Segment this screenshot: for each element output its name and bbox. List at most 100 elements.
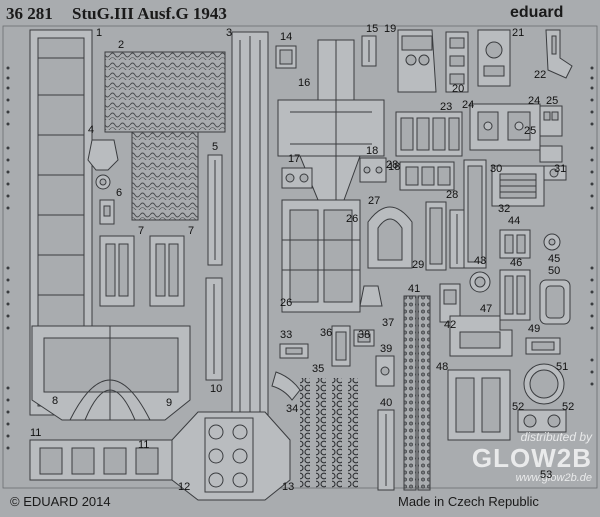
part-label: 30 <box>490 163 503 175</box>
part-27 <box>367 206 413 269</box>
part-label: 11 <box>30 427 42 439</box>
part-35-chains <box>300 378 358 488</box>
part-label: 42 <box>444 319 457 331</box>
part-label: 25 <box>546 95 559 107</box>
set-title: StuG.III Ausf.G 1943 <box>72 4 227 23</box>
part-5 <box>207 154 223 266</box>
part-label: 3 <box>226 27 233 39</box>
part-4 <box>87 139 119 190</box>
part-11-row <box>29 439 191 481</box>
part-33 <box>279 343 309 359</box>
part-29 <box>425 201 447 271</box>
watermark-logo: GLOW2B <box>471 443 592 473</box>
part-39 <box>375 355 395 387</box>
part-label: 18 <box>366 145 379 157</box>
part-7-left <box>99 235 135 307</box>
part-48 <box>447 369 511 441</box>
part-label: 25 <box>524 125 537 137</box>
part-label: 13 <box>282 481 295 493</box>
part-label: 44 <box>508 215 521 227</box>
part-label: 27 <box>368 195 381 207</box>
part-label: 7 <box>188 225 195 237</box>
part-label: 14 <box>280 31 293 43</box>
part-44 <box>499 229 531 259</box>
fret-holes-right <box>590 66 594 386</box>
part-3 <box>231 31 269 491</box>
part-label: 29 <box>412 259 425 271</box>
part-label: 8 <box>52 395 59 407</box>
part-label: 6 <box>116 187 123 199</box>
part-21 <box>477 29 511 87</box>
origin-text: Made in Czech Republic <box>398 494 539 509</box>
part-15 <box>361 35 377 67</box>
part-label: 9 <box>166 397 173 409</box>
part-label: 41 <box>408 283 421 295</box>
part-label: 45 <box>548 253 561 265</box>
part-label: 12 <box>178 481 191 493</box>
part-label: 24 <box>528 95 541 107</box>
part-30 <box>463 159 487 269</box>
part-label: 23 <box>440 101 453 113</box>
part-label: 47 <box>480 303 493 315</box>
part-label: 53 <box>540 469 553 481</box>
part-label: 38 <box>358 329 371 341</box>
part-label: 16 <box>298 77 311 89</box>
part-label: 19 <box>384 23 397 35</box>
part-22 <box>545 29 573 79</box>
part-label: 26 <box>280 297 293 309</box>
part-label: 33 <box>280 329 293 341</box>
part-label: 52 <box>512 401 525 413</box>
set-number: 36 281 <box>6 4 53 23</box>
part-24 <box>469 103 541 151</box>
part-label: 10 <box>210 383 223 395</box>
part-label: 48 <box>436 361 449 373</box>
part-label: 20 <box>452 83 465 95</box>
part-20 <box>445 31 469 93</box>
part-label: 7 <box>138 225 145 237</box>
part-label: 39 <box>380 343 393 355</box>
part-label: 5 <box>212 141 219 153</box>
copyright-text: © EDUARD 2014 <box>10 494 111 509</box>
part-label: 1 <box>96 27 103 39</box>
part-label: 28 <box>386 159 399 171</box>
part-label: 21 <box>512 27 525 39</box>
part-label: 15 <box>366 23 379 35</box>
part-label: 17 <box>288 153 301 165</box>
part-14 <box>275 45 297 69</box>
part-label: 51 <box>556 361 569 373</box>
part-label: 26 <box>346 213 359 225</box>
fret-holes-left <box>6 66 10 450</box>
part-40 <box>377 409 395 491</box>
part-label: 28 <box>446 189 459 201</box>
part-label: 18 <box>388 161 401 173</box>
part-41-strips <box>403 295 431 491</box>
part-label: 35 <box>312 363 325 375</box>
part-label: 36 <box>320 327 333 339</box>
part-label: 46 <box>510 257 523 269</box>
part-label: 31 <box>554 163 567 175</box>
part-label: 4 <box>88 124 95 136</box>
part-6 <box>99 199 115 225</box>
part-label: 24 <box>462 99 475 111</box>
part-label: 43 <box>474 255 487 267</box>
part-38 <box>353 329 375 347</box>
part-25 <box>539 105 563 163</box>
part-label: 49 <box>528 323 541 335</box>
part-18 <box>359 157 387 183</box>
part-45 <box>543 233 561 251</box>
part-42 <box>439 283 461 323</box>
part-28-b <box>449 209 465 269</box>
part-28-a <box>399 161 455 191</box>
part-label: 34 <box>286 403 299 415</box>
distributor-watermark: distributed by GLOW2B www.glow2b.de <box>432 430 592 484</box>
part-label: 22 <box>534 69 547 81</box>
part-50 <box>539 279 571 325</box>
part-32 <box>491 165 545 207</box>
part-10 <box>205 277 223 381</box>
part-47 <box>449 315 513 357</box>
part-label: 11 <box>138 439 150 451</box>
part-16 <box>277 39 385 201</box>
part-12-13-plate <box>171 411 291 501</box>
